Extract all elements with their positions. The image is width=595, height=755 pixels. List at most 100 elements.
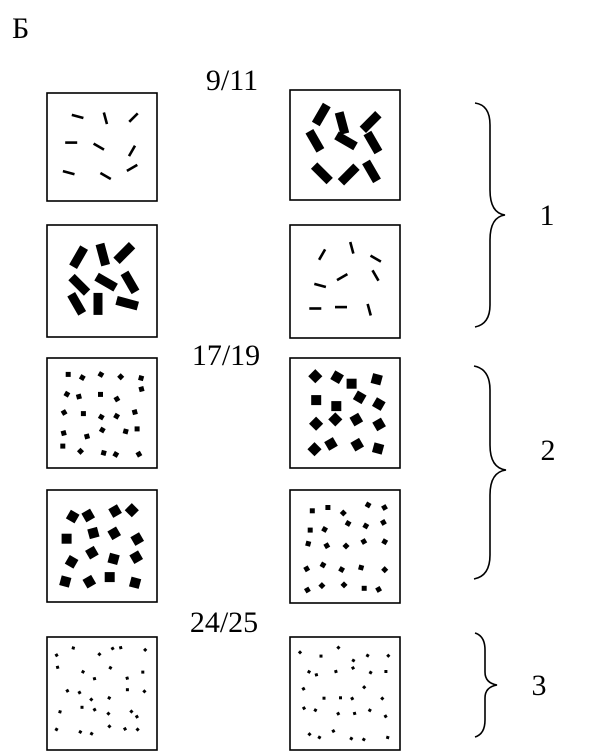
- square-mark: [97, 371, 105, 378]
- dot-mark: [108, 665, 113, 670]
- square-mark: [308, 369, 323, 384]
- square-mark: [311, 395, 322, 406]
- bar-mark: [310, 162, 333, 185]
- square-mark: [360, 538, 368, 545]
- square-mark: [370, 373, 383, 386]
- dot-mark: [380, 696, 385, 701]
- square-mark: [63, 390, 71, 398]
- dot-mark: [384, 670, 388, 673]
- dash-mark: [317, 248, 327, 261]
- square-mark: [98, 391, 103, 397]
- square-mark: [134, 426, 140, 432]
- dot-mark: [141, 670, 145, 674]
- dash-mark: [128, 112, 139, 123]
- dash-mark: [371, 269, 380, 282]
- square-mark: [352, 390, 367, 405]
- square-mark: [107, 552, 120, 566]
- dash-mark: [127, 145, 137, 157]
- square-mark: [60, 443, 66, 449]
- pair-label-17-19: 17/19: [192, 339, 260, 372]
- bar-mark: [337, 163, 360, 186]
- dot-mark: [306, 669, 312, 674]
- square-mark: [309, 416, 324, 431]
- square-mark: [65, 371, 71, 377]
- bar-mark: [120, 270, 140, 295]
- dot-mark: [385, 735, 390, 740]
- square-mark: [307, 442, 322, 457]
- dash-mark: [99, 171, 112, 181]
- brace-group-2: [473, 365, 507, 580]
- dot-mark: [78, 729, 83, 734]
- square-mark: [339, 509, 347, 517]
- square-mark: [331, 401, 342, 412]
- bar-mark: [94, 272, 118, 292]
- pair-label-9-11: 9/11: [206, 64, 258, 97]
- dot-mark: [334, 669, 338, 674]
- square-mark: [325, 505, 331, 510]
- dot-mark: [386, 653, 391, 658]
- texture-panel-4-right: [289, 489, 401, 604]
- dash-mark: [65, 141, 78, 144]
- dot-mark: [125, 688, 129, 692]
- square-mark: [375, 585, 383, 593]
- square-mark: [319, 561, 327, 569]
- dot-mark: [319, 654, 323, 658]
- square-mark: [371, 442, 385, 455]
- square-mark: [381, 504, 388, 511]
- dot-mark: [134, 714, 139, 719]
- square-mark: [83, 433, 91, 440]
- brace-group-1: [474, 102, 506, 328]
- dot-mark: [122, 726, 128, 731]
- dot-mark: [301, 706, 307, 711]
- dot-mark: [77, 690, 82, 695]
- bar-mark: [334, 131, 358, 151]
- dash-mark: [366, 303, 373, 316]
- dash-mark: [313, 282, 327, 289]
- dot-mark: [89, 697, 94, 702]
- group-label-2: 2: [541, 434, 556, 467]
- dot-mark: [80, 705, 84, 709]
- square-mark: [379, 518, 387, 526]
- square-mark: [112, 450, 120, 458]
- dash-mark: [126, 163, 138, 173]
- dot-mark: [365, 653, 370, 658]
- square-mark: [309, 508, 315, 514]
- dash-mark: [62, 169, 75, 176]
- square-mark: [76, 447, 85, 455]
- texture-panel-1-left: [46, 92, 158, 202]
- bar-mark: [67, 292, 87, 316]
- square-mark: [350, 437, 365, 452]
- dot-mark: [301, 686, 306, 691]
- dot-mark: [331, 729, 336, 734]
- bar-mark: [93, 292, 103, 315]
- texture-panel-3-right: [289, 357, 401, 469]
- dot-mark: [55, 665, 60, 670]
- square-mark: [138, 386, 145, 393]
- dot-mark: [297, 650, 303, 655]
- texture-panel-1-right: [289, 89, 401, 201]
- dot-mark: [313, 708, 318, 713]
- square-mark: [61, 533, 72, 544]
- square-mark: [60, 409, 68, 416]
- texture-panel-2-left: [46, 224, 158, 338]
- dot-mark: [97, 652, 102, 657]
- square-mark: [131, 409, 138, 416]
- dot-mark: [350, 665, 356, 671]
- dash-mark: [369, 254, 382, 263]
- square-mark: [321, 525, 329, 533]
- square-mark: [361, 585, 367, 591]
- dot-mark: [351, 658, 356, 663]
- square-mark: [323, 542, 331, 550]
- bar-mark: [311, 102, 331, 127]
- square-mark: [135, 450, 143, 458]
- dot-mark: [92, 707, 97, 712]
- dot-mark: [107, 695, 112, 700]
- dot-mark: [142, 689, 147, 694]
- dot-mark: [80, 669, 86, 674]
- dot-mark: [307, 732, 312, 737]
- square-mark: [64, 554, 79, 569]
- square-mark: [78, 374, 86, 382]
- dot-mark: [352, 711, 357, 716]
- square-mark: [80, 411, 86, 417]
- bar-mark: [363, 130, 383, 155]
